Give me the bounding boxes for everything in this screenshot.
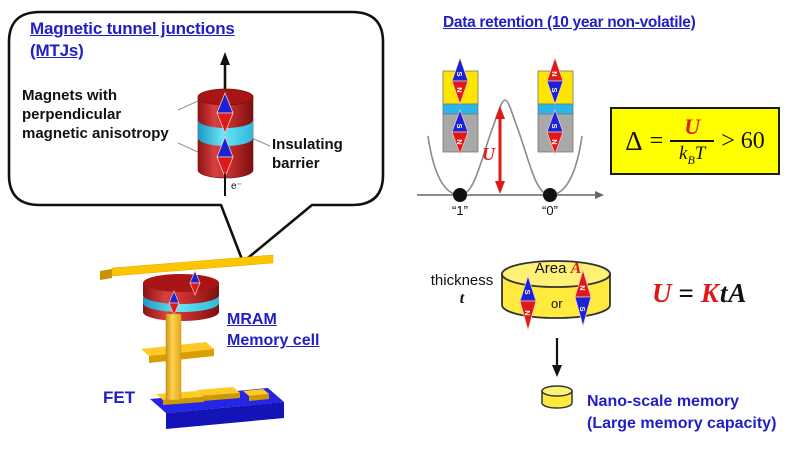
formula-equals: = — [649, 127, 664, 154]
area-symbol: A — [570, 260, 582, 277]
fet-gate-front — [203, 393, 240, 401]
axis-arrowhead-icon — [595, 191, 604, 199]
spin-needle — [216, 91, 234, 135]
mram-line1: MRAM — [227, 311, 277, 328]
spin-label: S — [578, 306, 587, 311]
mtj-pillar-top — [143, 274, 219, 292]
spin-needle: S N — [519, 274, 537, 332]
kta-K: K — [700, 278, 720, 308]
kB-sub: B — [687, 152, 695, 167]
insulating-line1: Insulating — [272, 136, 343, 153]
energy-formula: U=KtA — [652, 278, 747, 309]
kta-U: U — [652, 278, 673, 308]
scaling-diagram: S N N S — [501, 260, 611, 409]
spin-label: N — [523, 310, 532, 315]
spin-label: S — [550, 123, 559, 128]
mtj-stack-state1: S N S N — [442, 56, 479, 156]
spin-needle — [168, 290, 180, 316]
top-electrode-cap — [100, 269, 112, 280]
spin-needle — [216, 135, 234, 179]
nano-memory-label: Nano-scale memory (Large memory capacity… — [587, 391, 776, 435]
leader-line — [177, 100, 199, 111]
nano-disk-top — [541, 385, 573, 397]
barrier-height-label: U — [482, 144, 495, 164]
mram-cell-diagram — [100, 254, 284, 429]
fet-base-front — [166, 402, 284, 429]
energy-landscape: S N S N N S S N — [417, 56, 604, 202]
state-dot-0 — [543, 188, 557, 202]
mtj-pillar-barrier — [143, 295, 219, 312]
desc-line3: magnetic anisotropy — [22, 125, 169, 142]
mtj-stack-state0: N S S N — [537, 56, 574, 156]
state-0-label: “0” — [542, 203, 558, 218]
kB-k: k — [679, 143, 688, 165]
leader-line — [177, 142, 199, 153]
mtj-description: Magnets with perpendicular magnetic anis… — [22, 86, 169, 143]
formula-numerator: U — [684, 114, 701, 140]
nano-line2: (Large memory capacity) — [587, 415, 777, 432]
spin-label: N — [455, 87, 464, 92]
spin-needle — [189, 270, 201, 296]
kta-equals: = — [678, 278, 695, 308]
retention-formula-box: Δ = U kBT > 60 — [610, 107, 780, 175]
fet-contact-front — [249, 394, 269, 401]
mram-line2: Memory cell — [227, 332, 320, 349]
desc-line2: perpendicular — [22, 106, 122, 123]
state-dot-1 — [453, 188, 467, 202]
spin-label: N — [550, 139, 559, 144]
middle-electrode-front — [149, 349, 214, 363]
formula-fraction: U kBT — [670, 114, 715, 166]
spin-label: N — [455, 139, 464, 144]
spin-label: N — [578, 285, 587, 290]
thickness-word: thickness — [430, 272, 494, 289]
insulating-line2: barrier — [272, 155, 320, 172]
kta-A: A — [728, 278, 748, 308]
thickness-symbol: t — [459, 290, 465, 307]
fet-label: FET — [103, 388, 136, 407]
formula-comparison: > 60 — [721, 127, 765, 154]
fet-contact-front — [163, 397, 204, 405]
kta-t: t — [719, 278, 729, 308]
formula-denominator: kBT — [679, 144, 705, 166]
spin-needle: N S — [574, 268, 592, 328]
spin-label: S — [455, 71, 464, 76]
state-1-label: “1” — [452, 203, 468, 218]
mtj-title-line2: (MTJs) — [30, 41, 84, 60]
mtj-pillar-body — [143, 283, 219, 321]
mtj-cylinder-diagram — [177, 52, 271, 196]
area-label: Area A — [516, 260, 600, 278]
retention-title: Data retention (10 year non-volatile) — [443, 14, 696, 31]
electron-label: e⁻ — [231, 181, 242, 192]
thickness-label: thickness t — [418, 272, 506, 308]
insulating-barrier-label: Insulating barrier — [272, 135, 343, 173]
top-electrode-bar — [111, 254, 274, 277]
fraction-bar — [670, 140, 715, 143]
formula-delta: Δ — [625, 125, 643, 156]
up-arrowhead-icon — [220, 52, 230, 65]
spin-label: S — [455, 123, 464, 128]
mram-cell-label: MRAM Memory cell — [227, 309, 319, 351]
down-arrowhead-icon — [552, 365, 562, 377]
spin-label: S — [550, 87, 559, 92]
barrier-arrowhead-up — [495, 106, 505, 119]
fet-gate — [196, 387, 240, 396]
via-pillar — [165, 313, 182, 401]
or-label: or — [551, 296, 563, 311]
desc-line1: Magnets with — [22, 87, 118, 104]
barrier-arrowhead-down — [495, 181, 505, 194]
insulating-barrier-band — [198, 120, 253, 146]
kB-T: T — [694, 143, 706, 165]
area-word: Area — [534, 260, 567, 277]
fet-contact — [243, 389, 269, 396]
mtj-title: Magnetic tunnel junctions (MTJs) — [30, 18, 235, 62]
spin-label: N — [550, 71, 559, 76]
nano-line1: Nano-scale memory — [587, 393, 740, 410]
spin-label: S — [523, 289, 532, 294]
mtj-title-line1: Magnetic tunnel junctions — [30, 19, 235, 38]
